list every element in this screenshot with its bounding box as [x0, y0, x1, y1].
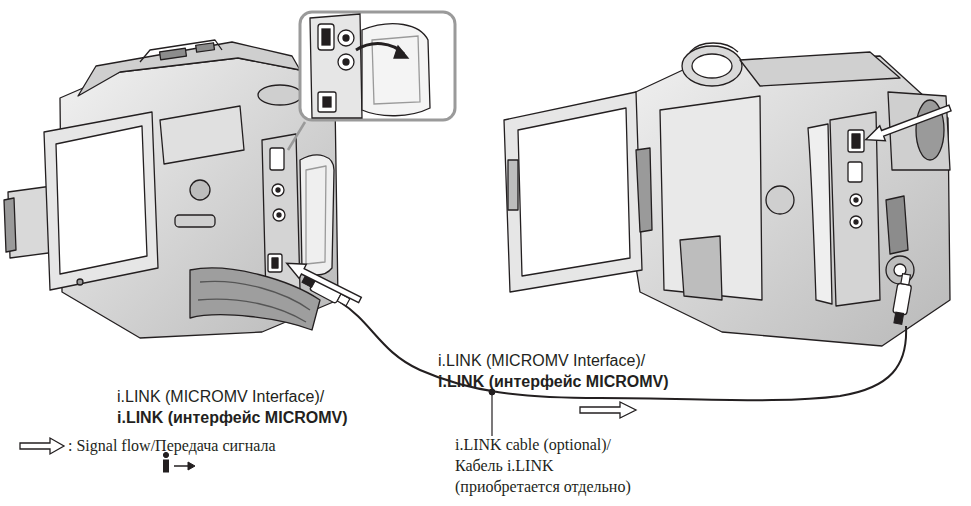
- detail-inset-part-part: [323, 97, 331, 107]
- right-camcorder-part: [660, 96, 762, 300]
- port-label: i.LINK (MICROMV Interface)/: [438, 350, 645, 371]
- right-camcorder-part: [636, 148, 652, 232]
- detail-inset-part-part: [362, 24, 430, 116]
- right-camcorder: [504, 43, 950, 346]
- left-camcorder-part: [4, 198, 16, 252]
- i-link-cable-part-part: [893, 283, 912, 315]
- detail-inset-part-part: [343, 35, 349, 41]
- detail-inset-part-part: [338, 54, 354, 70]
- right-camcorder-part: [852, 134, 860, 148]
- left-camcorder-part: [160, 106, 244, 164]
- legend-sample: [20, 438, 64, 454]
- i-link-cable-part: [340, 302, 906, 400]
- left-camcorder-part: [200, 281, 310, 310]
- right-camcorder-part: [830, 112, 880, 306]
- left-camcorder-part: [272, 184, 284, 196]
- detail-inset-part-part: [318, 92, 336, 112]
- right-camcorder-part: [766, 186, 794, 214]
- insert-arrow: [283, 101, 953, 308]
- left-camcorder-part: [300, 155, 334, 275]
- left-camcorder-part: [258, 85, 302, 105]
- left-camcorder-part: [175, 215, 215, 227]
- detail-inset-part-part: [394, 46, 408, 58]
- i-link-cable-part-part: [901, 274, 911, 285]
- left-camcorder-part: [276, 188, 280, 192]
- i-link-cable-part: [491, 392, 492, 436]
- port-label: i.LINK (интерфейс MICROMV): [117, 407, 348, 428]
- right-camcorder-part: [854, 220, 858, 224]
- right-camcorder-part: [808, 124, 832, 304]
- right-camcorder-part: [508, 160, 518, 210]
- left-camcorder-part: [56, 126, 147, 274]
- i-link-symbol: [163, 452, 195, 472]
- port-label: i.LINK (интерфейс MICROMV): [438, 371, 669, 392]
- left-camcorder-part: [198, 299, 306, 322]
- detail-inset-part: [288, 122, 305, 150]
- left-camcorder-part: [44, 112, 158, 290]
- i-link-cable-part-part: [894, 312, 904, 324]
- i-link-symbol-part: [164, 460, 169, 472]
- signal-flow-arrow: [580, 402, 636, 418]
- right-camcorder-part: [610, 56, 950, 346]
- detail-inset-part-part: [322, 29, 330, 45]
- detail-inset: [288, 12, 455, 150]
- insert-arrow-part: [283, 256, 363, 307]
- insert-arrow-part: [863, 101, 953, 148]
- legend-text: : Signal flow/Передача сигнала: [68, 435, 276, 456]
- left-camcorder-part: [277, 213, 281, 217]
- left-camcorder-part: [140, 40, 222, 62]
- right-camcorder-part: [680, 236, 722, 300]
- left-camcorder-part: [273, 209, 285, 221]
- port-label: i.LINK (MICROMV Interface)/: [117, 386, 324, 407]
- right-camcorder-part: [850, 216, 862, 228]
- legend-sample-part: [20, 438, 64, 454]
- i-link-cable: [301, 273, 914, 436]
- right-camcorder-part: [848, 130, 864, 152]
- left-camcorder-part: [270, 148, 284, 170]
- left-camcorder-part: [272, 258, 278, 268]
- detail-inset-part: [310, 14, 430, 118]
- detail-inset-part-part: [343, 59, 349, 65]
- right-camcorder-part: [886, 196, 908, 254]
- right-camcorder-part: [692, 54, 732, 78]
- detail-inset-part-part: [372, 36, 420, 104]
- left-camcorder: [4, 40, 338, 338]
- right-camcorder-part: [850, 194, 862, 206]
- right-camcorder-part: [518, 108, 630, 276]
- left-camcorder-part: [268, 254, 282, 272]
- signal-flow-arrow-part: [580, 402, 636, 418]
- detail-inset-part: [300, 12, 455, 120]
- i-link-symbol-part: [188, 462, 195, 470]
- left-camcorder-part: [160, 48, 187, 60]
- detail-inset-part-part: [338, 30, 354, 46]
- right-camcorder-part: [854, 198, 858, 202]
- i-link-cable-part: [891, 273, 913, 325]
- detail-inset-part-part: [310, 14, 362, 118]
- right-camcorder-part: [682, 46, 742, 86]
- right-camcorder-part: [848, 162, 862, 182]
- left-camcorder-part: [306, 166, 326, 264]
- left-camcorder-part: [77, 279, 83, 285]
- detail-inset-part-part: [318, 24, 334, 50]
- left-camcorder-part: [190, 180, 210, 200]
- left-camcorder-part: [196, 43, 215, 52]
- right-camcorder-part: [740, 52, 900, 86]
- right-camcorder-part: [886, 256, 914, 284]
- right-camcorder-part: [504, 92, 642, 292]
- cable-label: i.LINK cable (optional)/ Кабель i.LINK (…: [455, 434, 645, 497]
- right-camcorder-part: [690, 43, 738, 52]
